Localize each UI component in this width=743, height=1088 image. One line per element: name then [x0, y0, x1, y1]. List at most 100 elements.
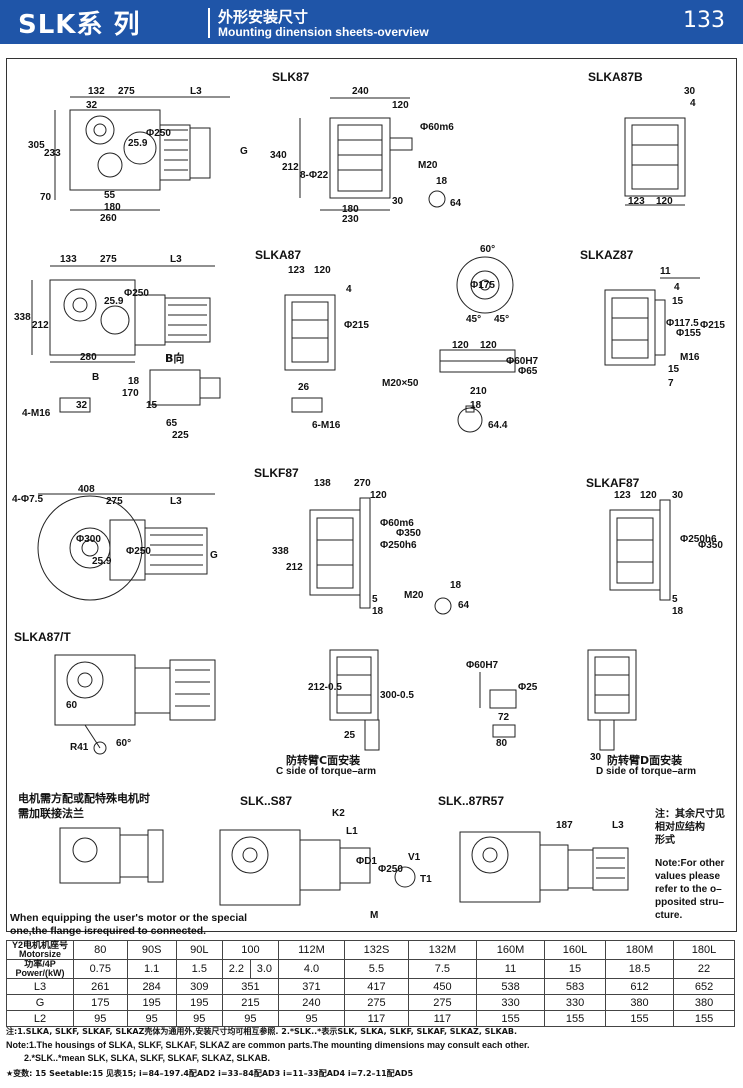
dim-label: 18	[450, 580, 462, 591]
table-cell: 95	[73, 1010, 128, 1027]
view-label-slkaf87: SLKAF87	[586, 476, 640, 490]
dim-label: 18	[372, 606, 384, 617]
dim-label: G	[240, 146, 248, 157]
table-cell: 132M	[407, 940, 477, 960]
dim-label: 212	[282, 162, 299, 173]
dim-label: 260	[100, 213, 117, 224]
table-cell: 80	[73, 940, 128, 960]
side-note-cn-2: 相对应结构	[655, 822, 705, 833]
table-cell: 175	[73, 994, 128, 1011]
side-note: 注：其余尺寸见 相对应结构 形式 Note:For other values p…	[655, 808, 733, 922]
dim-label: 32	[86, 100, 98, 111]
table-cell: 155	[604, 1010, 675, 1027]
dim-label: 32	[76, 400, 88, 411]
dim-label: Φ250h6	[380, 540, 417, 551]
dim-label: Φ175	[470, 280, 495, 291]
dim-label: Φ60m6	[380, 518, 414, 529]
table-cell: 180M	[604, 940, 675, 960]
dim-label: M	[370, 910, 379, 921]
table-cell: 160L	[544, 940, 606, 960]
table-cell: 132S	[344, 940, 409, 960]
dim-label: G	[210, 550, 218, 561]
torque-arm-c-en: C side of torque–arm	[276, 766, 377, 777]
table-cell: 583	[544, 978, 606, 995]
header-subtitle-cn: 外形安装尺寸	[218, 8, 309, 26]
table-cell: 7.5	[407, 959, 477, 979]
dim-label: L3	[612, 820, 624, 831]
dim-label: 138	[314, 478, 331, 489]
slkaz87-drawing	[604, 277, 700, 366]
header-divider	[208, 8, 210, 38]
dim-label: 30	[672, 490, 684, 501]
dim-label: 26	[298, 382, 310, 393]
dim-label: 123	[288, 265, 305, 276]
view-label-slks87: SLK..S87	[240, 794, 293, 808]
dim-label: M20×50	[382, 378, 419, 389]
torque-arm-c-drawing	[329, 649, 380, 751]
dim-label: 240	[352, 86, 369, 97]
view-label-slka87: SLKA87	[255, 248, 302, 262]
footnote-en-2: 2.*SLK..*mean SLK, SLKA, SLKF, SLKAF, SL…	[24, 1053, 271, 1063]
dim-label: Φ60m6	[420, 122, 454, 133]
dim-label: Φ60H7	[506, 356, 539, 367]
view-label-slka87b: SLKA87B	[588, 70, 643, 84]
table-cell: 215	[221, 994, 279, 1011]
dim-label: 30	[590, 752, 602, 763]
table-cell: 351	[221, 978, 279, 995]
technical-drawings	[31, 96, 700, 906]
table-cell: 380	[673, 994, 735, 1011]
torque-detail-drawing	[479, 672, 517, 738]
dim-label: M16	[680, 352, 700, 363]
slkaf87-drawing	[609, 499, 671, 601]
dim-label: 15	[668, 364, 680, 375]
table-cell: 371	[277, 978, 346, 995]
series-title: SLK系 列	[18, 10, 141, 40]
dim-label: 120	[640, 490, 657, 501]
dim-label: 133	[60, 254, 77, 265]
dim-label: 338	[272, 546, 289, 557]
dim-label: 72	[498, 712, 510, 723]
torque-arm-c-cn: 防转臂C面安装	[286, 754, 361, 767]
table-row: G 175 195 195 215 240 275 275 330 330 38…	[6, 994, 735, 1011]
dim-label: 4	[690, 98, 696, 109]
footnote-en-1: Note:1.The housings of SLKA, SLKF, SLKAF…	[6, 1040, 530, 1050]
dim-label: 120	[370, 490, 387, 501]
dim-label: 60°	[480, 244, 496, 255]
dim-label: 15	[146, 400, 158, 411]
dim-label: 55	[104, 190, 116, 201]
dim-label: 80	[496, 738, 508, 749]
table-cell: 95	[175, 1010, 223, 1027]
dim-label: 225	[172, 430, 189, 441]
dim-label: 4-M16	[22, 408, 51, 419]
table-cell: 417	[344, 978, 409, 995]
dim-label: 25.9	[92, 556, 112, 567]
dim-label: B	[92, 372, 100, 383]
table-cell: 11	[475, 959, 546, 979]
table-cell: 275	[407, 994, 477, 1011]
table-cell: 1.5	[175, 959, 223, 979]
dim-label: 25.9	[128, 138, 148, 149]
dim-label: M20	[404, 590, 424, 601]
dim-label: K2	[332, 808, 345, 819]
dim-label: 300-0.5	[380, 690, 414, 701]
dim-label: R41	[70, 742, 89, 753]
table-row: L3 261 284 309 351 371 417 450 538 583 6…	[6, 978, 735, 995]
dim-label: Φ250h6	[680, 534, 717, 545]
slka87-shaft-drawing	[439, 256, 516, 433]
torque-arm-d-cn: 防转臂D面安装	[607, 754, 683, 767]
dim-label: Φ155	[676, 328, 701, 339]
table-cell: 538	[475, 978, 546, 995]
dim-label: 275	[106, 496, 123, 507]
dim-label: 7	[668, 378, 674, 389]
dim-label: 408	[78, 484, 95, 495]
page-header: SLK系 列 外形安装尺寸 Mounting dinension sheets-…	[0, 0, 743, 44]
slka87-drawing	[31, 265, 221, 413]
slks87-drawing	[219, 829, 416, 906]
header-subtitle-en: Mounting dinension sheets-overview	[218, 25, 429, 39]
table-cell: 155	[544, 1010, 606, 1027]
dim-label: 212	[32, 320, 49, 331]
dim-label: Φ117.5	[666, 318, 699, 329]
slk87-side-drawing	[299, 97, 446, 211]
